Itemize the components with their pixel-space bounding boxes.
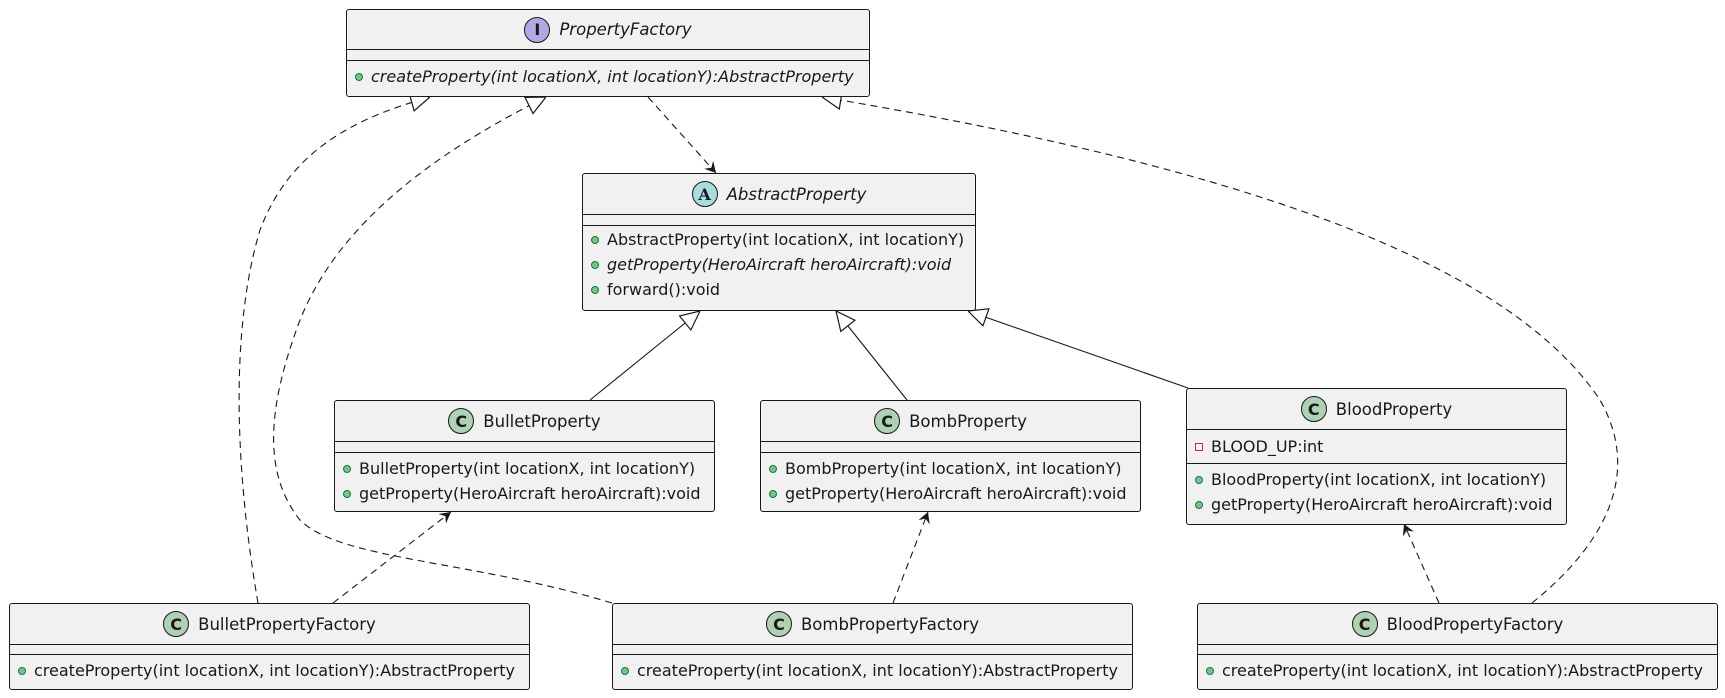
public-icon bbox=[1195, 475, 1203, 484]
method-row: getProperty(HeroAircraft heroAircraft):v… bbox=[335, 481, 714, 506]
public-icon bbox=[1195, 500, 1203, 509]
method-row: forward():void bbox=[583, 277, 975, 302]
class-badge-icon: C bbox=[1300, 396, 1327, 422]
class-badge-icon: C bbox=[448, 408, 475, 434]
methods-section: AbstractProperty(int locationX, int loca… bbox=[583, 226, 975, 303]
class-name: BombPropertyFactory bbox=[800, 614, 980, 634]
methods-section: createProperty(int locationX, int locati… bbox=[1198, 655, 1717, 686]
edge-bloodfactory-implements bbox=[822, 97, 1619, 604]
method-row: getProperty(HeroAircraft heroAircraft):v… bbox=[583, 252, 975, 277]
class-badge-icon: C bbox=[874, 408, 901, 434]
edge-bulletfactory-uses-bullet bbox=[332, 511, 452, 604]
public-icon bbox=[355, 72, 363, 81]
methods-section: createProperty(int locationX, int locati… bbox=[613, 655, 1132, 686]
abstract-badge-icon: A bbox=[691, 181, 718, 207]
public-icon bbox=[591, 235, 599, 244]
method-row: getProperty(HeroAircraft heroAircraft):v… bbox=[761, 481, 1140, 506]
methods-section: BulletProperty(int locationX, int locati… bbox=[335, 453, 714, 509]
interface-badge-icon: I bbox=[524, 16, 551, 43]
class-name: BulletPropertyFactory bbox=[198, 614, 376, 634]
class-badge-icon: C bbox=[1351, 611, 1378, 637]
edge-bulletfactory-implements bbox=[238, 97, 430, 604]
fields-section bbox=[1198, 645, 1717, 655]
edge-bomb-extends-abstract bbox=[836, 311, 908, 401]
class-badge-icon: C bbox=[163, 611, 190, 637]
methods-section: BloodProperty(int locationX, int locatio… bbox=[1187, 464, 1566, 520]
class-bullet-property[interactable]: C BulletProperty BulletProperty(int loca… bbox=[334, 400, 715, 512]
edge-bullet-extends-abstract bbox=[589, 311, 700, 401]
public-icon bbox=[769, 489, 777, 498]
class-name: PropertyFactory bbox=[559, 20, 692, 39]
methods-section: BombProperty(int locationX, int location… bbox=[761, 453, 1140, 509]
fields-section bbox=[761, 442, 1140, 453]
private-icon bbox=[1195, 442, 1203, 451]
method-row: createProperty(int locationX, int locati… bbox=[613, 658, 1132, 683]
public-icon bbox=[18, 666, 26, 675]
edge-blood-extends-abstract bbox=[968, 311, 1189, 389]
methods-section: createProperty(int locationX, int locati… bbox=[347, 61, 869, 92]
fields-section bbox=[613, 645, 1132, 655]
method-row: BulletProperty(int locationX, int locati… bbox=[335, 456, 714, 481]
method-row: BloodProperty(int locationX, int locatio… bbox=[1187, 467, 1566, 492]
method-row: createProperty(int locationX, int locati… bbox=[10, 658, 529, 683]
method-row: getProperty(HeroAircraft heroAircraft):v… bbox=[1187, 492, 1566, 517]
public-icon bbox=[621, 666, 629, 675]
public-icon bbox=[343, 489, 351, 498]
class-name: BloodPropertyFactory bbox=[1386, 614, 1564, 634]
public-icon bbox=[591, 285, 599, 294]
class-blood-property[interactable]: C BloodProperty BLOOD_UP:int BloodProper… bbox=[1186, 388, 1567, 525]
edge-bombfactory-implements bbox=[273, 97, 613, 604]
fields-section bbox=[583, 215, 975, 226]
methods-section: createProperty(int locationX, int locati… bbox=[10, 655, 529, 686]
class-bomb-property[interactable]: C BombProperty BombProperty(int location… bbox=[760, 400, 1141, 512]
public-icon bbox=[343, 464, 351, 473]
fields-section bbox=[347, 50, 869, 61]
edge-factory-uses-abstract bbox=[647, 96, 717, 174]
field-row: BLOOD_UP:int bbox=[1187, 434, 1566, 459]
method-row: AbstractProperty(int locationX, int loca… bbox=[583, 227, 975, 252]
public-icon bbox=[591, 260, 599, 269]
edge-bloodfactory-uses-blood bbox=[1402, 523, 1440, 604]
class-badge-icon: C bbox=[765, 611, 792, 637]
class-name: AbstractProperty bbox=[726, 184, 867, 204]
method-row: createProperty(int locationX, int locati… bbox=[347, 64, 869, 89]
public-icon bbox=[769, 464, 777, 473]
method-row: createProperty(int locationX, int locati… bbox=[1198, 658, 1717, 683]
class-name: BombProperty bbox=[909, 411, 1027, 431]
class-abstract-property[interactable]: A AbstractProperty AbstractProperty(int … bbox=[582, 173, 976, 311]
class-bomb-property-factory[interactable]: C BombPropertyFactory createProperty(int… bbox=[612, 603, 1133, 690]
class-blood-property-factory[interactable]: C BloodPropertyFactory createProperty(in… bbox=[1197, 603, 1718, 690]
public-icon bbox=[1206, 666, 1214, 675]
class-name: BulletProperty bbox=[483, 411, 601, 431]
class-name: BloodProperty bbox=[1335, 399, 1453, 419]
fields-section: BLOOD_UP:int bbox=[1187, 430, 1566, 464]
class-bullet-property-factory[interactable]: C BulletPropertyFactory createProperty(i… bbox=[9, 603, 530, 690]
class-property-factory[interactable]: I PropertyFactory createProperty(int loc… bbox=[346, 9, 870, 97]
fields-section bbox=[335, 442, 714, 453]
fields-section bbox=[10, 645, 529, 655]
method-row: BombProperty(int locationX, int location… bbox=[761, 456, 1140, 481]
edge-bombfactory-uses-bomb bbox=[892, 511, 930, 604]
